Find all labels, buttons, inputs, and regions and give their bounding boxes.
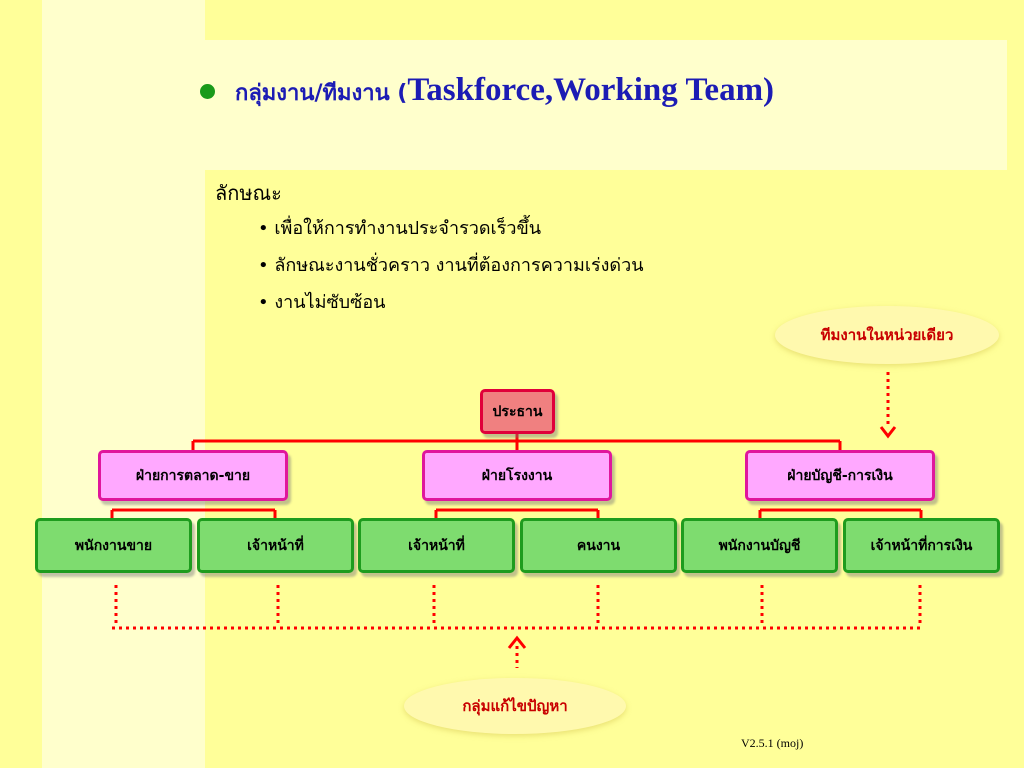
slide-title: กลุ่มงาน/ทีมงาน (Taskforce,Working Team): [200, 72, 774, 110]
title-band: [205, 40, 1007, 170]
version-footer: V2.5.1 (moj): [741, 736, 804, 750]
list-item: งานไม่ซับซ้อน: [258, 289, 644, 326]
node-dept-marketing: ฝ่ายการตลาด-ขาย: [98, 450, 288, 501]
node-chairman: ประธาน: [480, 389, 555, 434]
list-item: ลักษณะงานชั่วคราว งานที่ต้องการความเร่งด…: [258, 252, 643, 289]
section-heading: ลักษณะ: [215, 181, 282, 205]
node-staff-salesperson: พนักงานขาย: [35, 518, 192, 573]
title-english: Taskforce,Working Team): [407, 72, 775, 108]
node-staff-officer-2: เจ้าหน้าที่: [358, 518, 515, 573]
up-arrow-icon: [507, 635, 527, 649]
list-item: เพื่อให้การทำงานประจำรวดเร็วขึ้น: [258, 215, 644, 252]
callout-unit-team: ทีมงานในหน่วยเดียว: [775, 306, 999, 364]
node-dept-factory: ฝ่ายโรงงาน: [422, 450, 612, 501]
callout-problem-solving: กลุ่มแก้ไขปัญหา: [404, 678, 626, 734]
left-panel: [42, 0, 205, 768]
node-staff-accountant: พนักงานบัญชี: [681, 518, 838, 573]
node-dept-accounting: ฝ่ายบัญชี-การเงิน: [745, 450, 935, 501]
title-bullet-icon: [200, 84, 215, 99]
down-arrow-icon: [879, 426, 897, 439]
title-thai: กลุ่มงาน/ทีมงาน (: [235, 81, 408, 106]
characteristics-list: เพื่อให้การทำงานประจำรวดเร็วขึ้น ลักษณะง…: [258, 215, 644, 326]
node-staff-finance-officer: เจ้าหน้าที่การเงิน: [843, 518, 1000, 573]
node-staff-officer-1: เจ้าหน้าที่: [197, 518, 354, 573]
node-staff-worker: คนงาน: [520, 518, 677, 573]
